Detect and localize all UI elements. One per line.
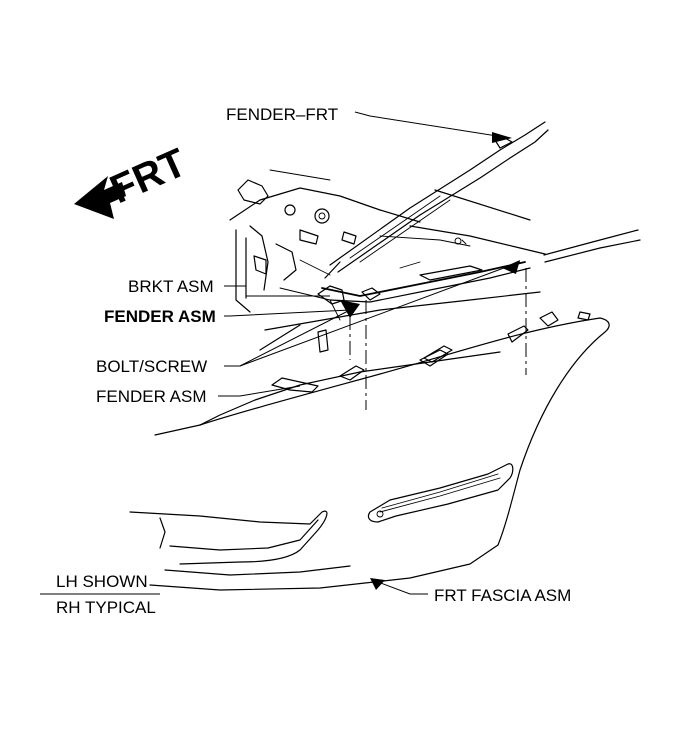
leader-lines	[40, 111, 521, 595]
alignment-lines	[349, 268, 527, 410]
label-brkt-asm: BRKT ASM	[128, 277, 214, 296]
front-direction-arrow: FRT	[74, 140, 193, 219]
label-fender-asm-lower: FENDER ASM	[96, 387, 207, 406]
label-bolt-screw: BOLT/SCREW	[96, 357, 207, 376]
callout-labels: FENDER–FRT BRKT ASM FENDER ASM BOLT/SCRE…	[56, 105, 571, 617]
label-frt-fascia-asm: FRT FASCIA ASM	[434, 586, 571, 605]
label-fender-frt: FENDER–FRT	[226, 105, 338, 124]
front-fascia-part	[129, 311, 610, 591]
label-lh-shown: LH SHOWN	[56, 572, 148, 591]
label-fender-asm-top: FENDER ASM	[104, 307, 216, 326]
fender-frt-part	[324, 121, 549, 279]
fender-asm-panel	[199, 229, 641, 426]
arrow-head-icon	[74, 176, 126, 219]
bracket-asm-part	[317, 260, 531, 318]
label-rh-typical: RH TYPICAL	[56, 598, 156, 617]
body-structure	[229, 169, 546, 353]
frt-label: FRT	[104, 140, 193, 212]
